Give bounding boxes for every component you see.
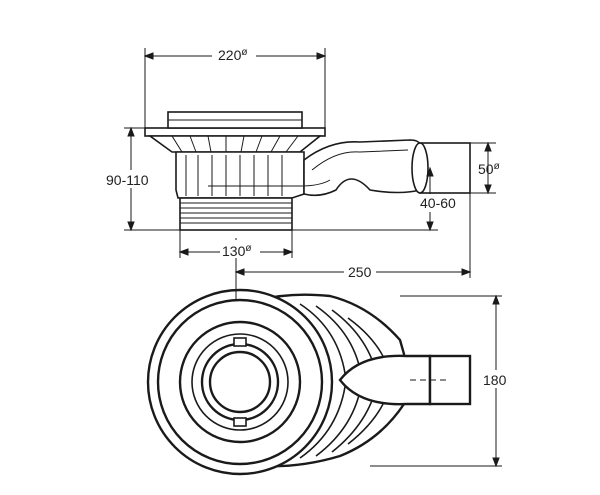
side-view — [144, 111, 471, 231]
dim-plan-width: 180 — [483, 372, 507, 388]
dimension-labels: 220ø 90-110 50ø 40-60 130ø 250 180 — [104, 44, 512, 388]
outlet-arm — [303, 139, 421, 197]
dim-thread-diameter: 130ø — [222, 243, 251, 259]
plan-view — [146, 288, 472, 476]
dim-height-range: 90-110 — [106, 172, 149, 188]
ribbed-collar — [147, 135, 323, 153]
flange-plate — [144, 127, 326, 137]
dim-outlet-height: 40-60 — [420, 195, 456, 211]
dim-outlet-diameter: 50ø — [478, 161, 500, 177]
dim-overall-length: 250 — [348, 264, 372, 280]
drain-opening — [208, 350, 272, 414]
dim-top-width: 220ø — [218, 47, 247, 63]
